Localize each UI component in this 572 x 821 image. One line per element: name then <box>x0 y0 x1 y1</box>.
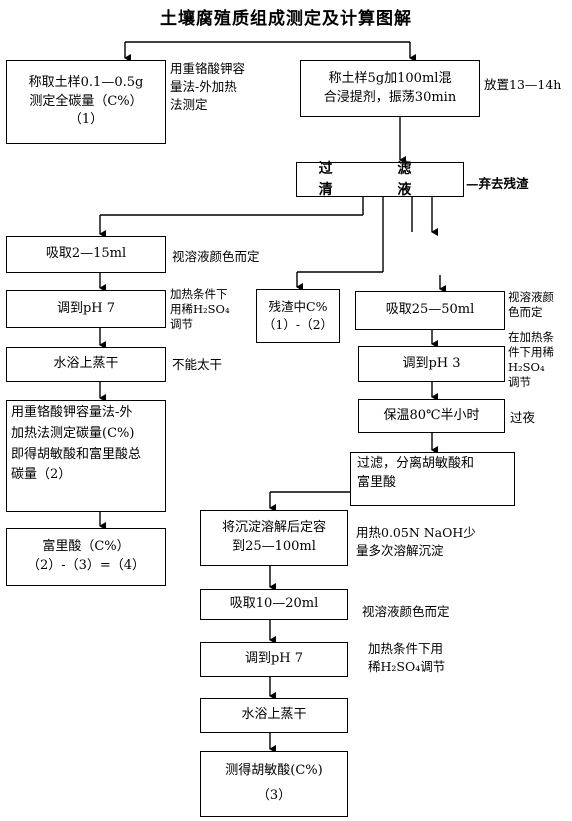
discard-residue-note: —弃去残渣 <box>466 176 529 191</box>
filter-box: 过 滤 清 液 <box>296 161 464 198</box>
naoh-note: 用热0.05N NaOH少 量多次溶解沉淀 <box>356 525 476 559</box>
not-too-dry-note: 不能太干 <box>172 357 223 372</box>
humic-acid-box: 测得胡敏酸(C%) （3） <box>200 751 348 817</box>
filter-label: 过 滤 清 液 <box>318 161 442 198</box>
dichromate-box: 用重铬酸钾容量法-外 加热法测定碳量(C%) 即得胡敏酸和富里酸总 碳量（2） <box>6 400 166 512</box>
total-carbon-box: 称取土样0.1—0.5g 测定全碳量（C%） （1） <box>6 60 166 144</box>
total-carbon-line1: 称取土样0.1—0.5g <box>28 74 144 90</box>
color-bottom-note: 视溶液颜色而定 <box>362 604 450 619</box>
dissolve-box: 将沉淀溶解后定容 到25—100ml <box>200 510 348 566</box>
ph7-bottom-box: 调到pH 7 <box>200 642 348 677</box>
total-carbon-line3: （1） <box>68 112 104 128</box>
pipette-left-box: 吸取2—15ml <box>6 236 166 273</box>
page-title: 土壤腐殖质组成测定及计算图解 <box>160 9 412 29</box>
total-carbon-line2: 测定全碳量（C%） <box>29 93 143 109</box>
dry-left-box: 水浴上蒸干 <box>6 347 166 382</box>
dry-bottom-box: 水浴上蒸干 <box>200 698 348 733</box>
ph3-box: 调到pH 3 <box>358 346 505 382</box>
color-right-note: 视溶液颜 色而定 <box>508 290 554 319</box>
sample-line1: 称土样5g加100ml混 <box>328 70 452 86</box>
fulvic-acid-box: 富里酸（C%） （2）-（3）=（4） <box>6 528 166 586</box>
dichromate-method-note: 用重铬酸钾容 量法-外加热 法测定 <box>170 61 246 113</box>
pipette-right-box: 吸取25—50ml <box>355 291 505 330</box>
color-left-note: 视溶液颜色而定 <box>172 249 260 264</box>
overnight-note: 过夜 <box>510 410 536 425</box>
pipette-bottom-box: 吸取10—20ml <box>200 589 348 620</box>
ph7-left-box: 调到pH 7 <box>6 290 166 328</box>
residue-box: 残渣中C% （1）-（2） <box>256 289 340 343</box>
heat-80-box: 保温80℃半小时 <box>358 399 505 433</box>
acid-bottom-note: 加热条件下用 稀H₂SO₄调节 <box>368 641 446 675</box>
separate-box: 过滤，分离胡敏酸和 富里酸 <box>350 452 515 506</box>
acid-left-note: 加热条件下 用稀H₂SO₄ 调节 <box>170 287 230 331</box>
stand-note: 放置13—14h <box>484 77 562 92</box>
sample-extraction-box: 称土样5g加100ml混 合浸提剂，振荡30min <box>300 60 480 117</box>
acid-right-note: 在加热条 件下用稀 H₂SO₄ 调节 <box>508 330 554 389</box>
sample-line2: 合浸提剂，振荡30min <box>323 89 457 105</box>
